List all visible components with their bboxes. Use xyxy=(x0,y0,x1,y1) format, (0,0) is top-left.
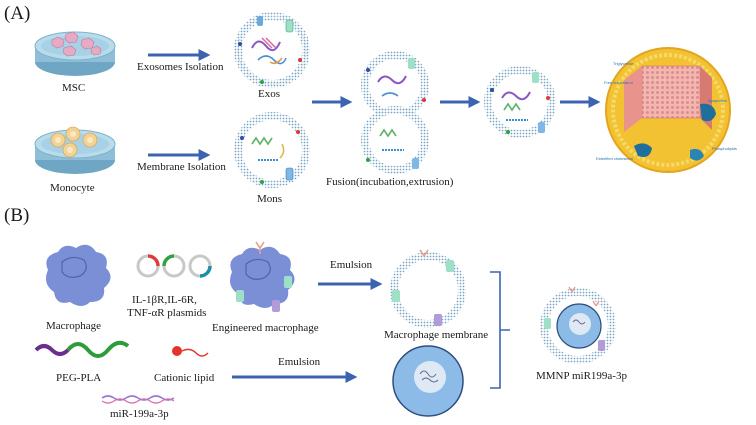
macrophage-cell xyxy=(46,244,111,306)
monocyte-label: Monocyte xyxy=(50,182,95,194)
msc-label: MSC xyxy=(62,82,86,94)
cationic-lipid-label: Cationic lipid xyxy=(154,372,215,384)
mmnp-particle xyxy=(540,286,616,364)
lnp-label-free-cholesterol: Free cholesterol xyxy=(604,80,633,85)
msc-dish xyxy=(34,31,116,76)
macrophage-label: Macrophage xyxy=(46,320,101,332)
engineered-macrophage-label: Engineered macrophage xyxy=(212,322,319,334)
panel-label-b: (B) xyxy=(4,205,30,226)
panel-label-a: (A) xyxy=(4,3,31,24)
lnp-label-triglyceride: Triglyceride xyxy=(613,61,634,66)
nanoparticle-core xyxy=(392,345,464,417)
plasmid-group xyxy=(136,254,212,278)
cationic-lipid xyxy=(172,346,209,357)
msc-cells xyxy=(51,31,102,57)
macrophage-membrane-vesicle xyxy=(390,249,466,328)
lnp-label-cholesteryl-ester: Esterified cholesterol xyxy=(596,156,634,161)
plasmids-label-line2: TNF-αR plasmids xyxy=(127,307,207,319)
peg-pla-polymer xyxy=(34,344,70,356)
mons-vesicle xyxy=(234,112,310,188)
exos-label: Exos xyxy=(258,88,280,100)
mmnp-label: MMNP miR199a-3p xyxy=(536,370,627,382)
emulsion-bottom-label: Emulsion xyxy=(278,356,321,368)
monocyte-dish xyxy=(34,126,116,174)
monocyte-cells xyxy=(50,126,98,158)
mons-label: Mons xyxy=(257,193,283,205)
lnp-label-apoprotein: Apoprotein xyxy=(708,98,728,103)
lipoprotein-particle xyxy=(605,47,731,173)
peg-pla-label: PEG-PLA xyxy=(56,372,102,384)
mirna-strand xyxy=(101,395,175,401)
exosome-vesicle xyxy=(234,12,310,88)
lnp-label-phospholipids: Phospholipids xyxy=(712,146,737,151)
emulsion-top-label: Emulsion xyxy=(330,259,373,271)
macrophage-membrane-label: Macrophage membrane xyxy=(384,329,489,341)
mirna-strand-2 xyxy=(101,398,175,404)
plasmids-label-line1: IL-1βR,IL-6R, xyxy=(132,294,197,306)
hybrid-vesicle xyxy=(484,66,556,138)
membrane-isolation-label: Membrane Isolation xyxy=(137,161,226,173)
engineered-macrophage xyxy=(230,241,295,312)
mirna-label: miR-199a-3p xyxy=(110,408,169,420)
fusion-vesicles xyxy=(361,51,429,174)
pla-segment xyxy=(66,340,130,358)
bracket xyxy=(490,271,510,389)
exosomes-isolation-label: Exosomes Isolation xyxy=(137,61,224,73)
fusion-label: Fusion(incubation,extrusion) xyxy=(326,176,454,188)
